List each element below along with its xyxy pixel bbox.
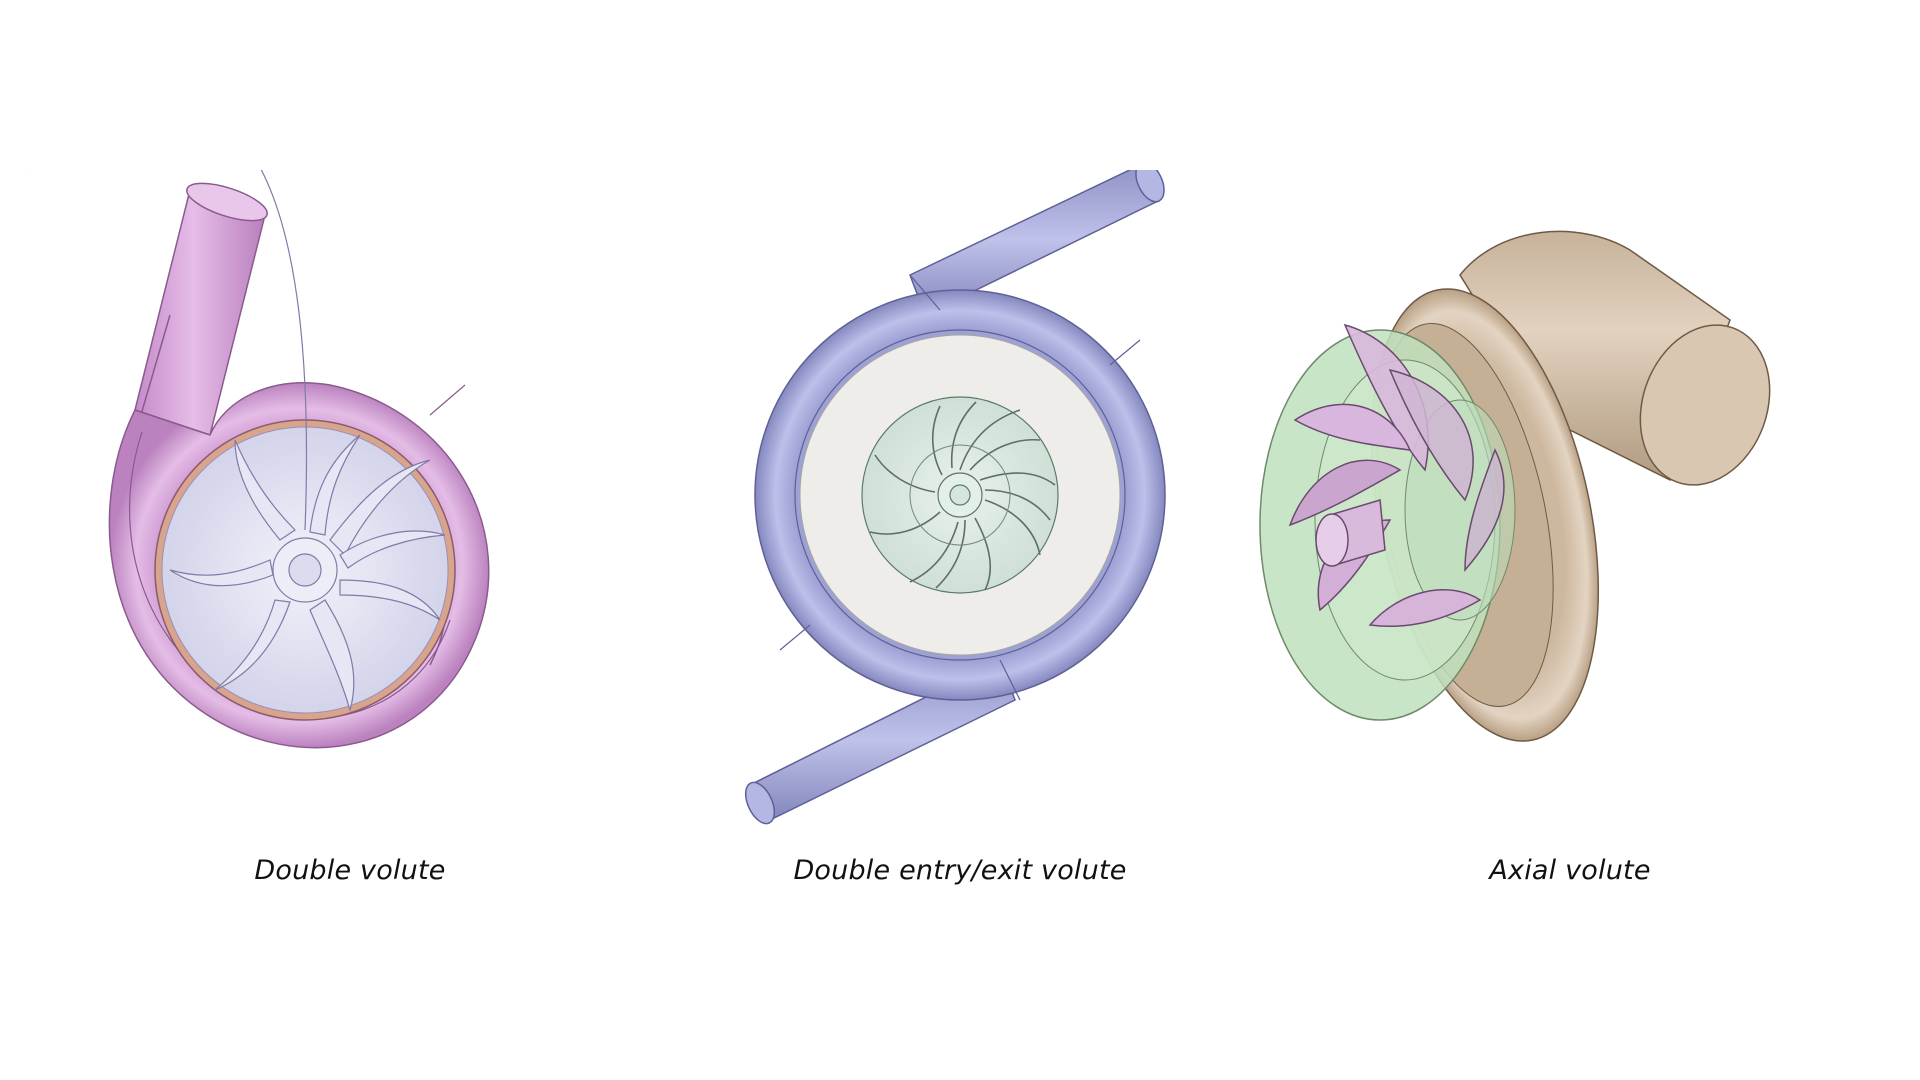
figure-axial-volute: Axial volute [1250,170,1890,890]
impeller [30,170,449,714]
impeller [861,396,1059,594]
caption-double-volute: Double volute [254,855,446,886]
outlet-pipe [1459,230,1771,486]
hub [1315,499,1386,567]
axial-volute-illustration [1259,230,1771,742]
figure-double-volute: Double volute [30,170,670,890]
double-entry-exit-volute-illustration [744,170,1166,825]
double-volute-illustration [30,170,490,749]
figure-double-entry-exit-volute: Double entry/exit volute [640,170,1280,890]
caption-double-entry-exit-volute: Double entry/exit volute [793,855,1127,886]
discharge-pipe [134,182,268,436]
caption-axial-volute: Axial volute [1489,855,1651,886]
